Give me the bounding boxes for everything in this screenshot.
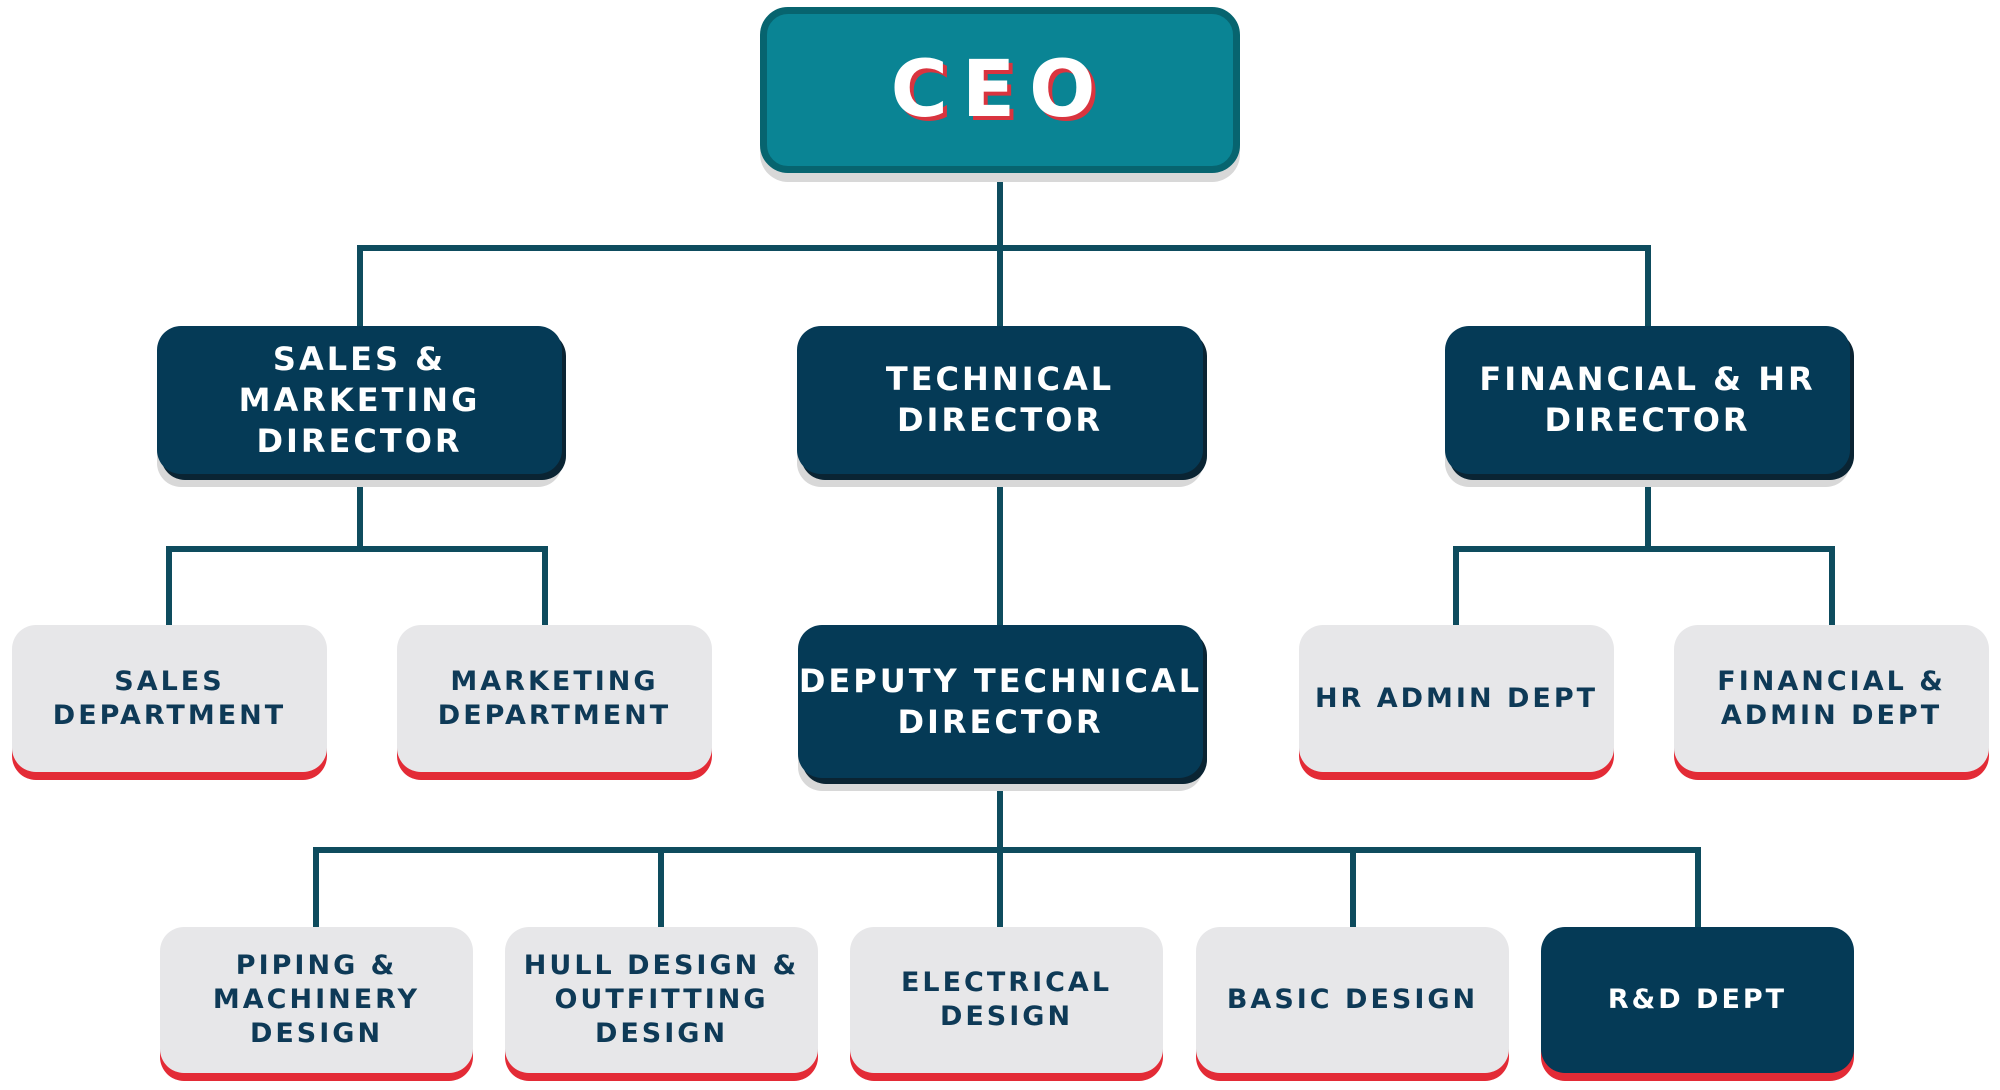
marketing-department-box: Marketing Department xyxy=(397,625,712,772)
technical-director-label: Technical Director xyxy=(885,360,1115,439)
financial-admin-dept-label: Financial & Admin Dept xyxy=(1717,665,1946,731)
sales-marketing-director-box: Sales & Marketing Director xyxy=(157,326,562,474)
hull-outfitting-design-label: Hull Design & Outfitting Design xyxy=(523,950,800,1049)
electrical-design-label: Electrical Design xyxy=(900,967,1113,1032)
financial-admin-dept-box: Financial & Admin Dept xyxy=(1674,625,1989,772)
sales-marketing-director-label: Sales & Marketing Director xyxy=(238,339,481,460)
hr-admin-dept-label: HR Admin Dept xyxy=(1314,682,1599,714)
sales-department-box: Sales Department xyxy=(12,625,327,772)
hr-admin-dept-box: HR Admin Dept xyxy=(1299,625,1614,772)
marketing-department-label: Marketing Department xyxy=(437,665,672,731)
financial-hr-director-label: Financial & HR Director xyxy=(1479,360,1816,439)
basic-design-box: Basic Design xyxy=(1196,927,1509,1073)
deputy-technical-director-box: Deputy Technical Director xyxy=(798,625,1203,778)
piping-machinery-design-label: Piping & Machinery Design xyxy=(212,950,421,1049)
technical-director-box: Technical Director xyxy=(797,326,1203,474)
financial-hr-director-box: Financial & HR Director xyxy=(1445,326,1850,474)
electrical-design-box: Electrical Design xyxy=(850,927,1163,1073)
rnd-dept-label: R&D Dept xyxy=(1607,984,1788,1015)
basic-design-label: Basic Design xyxy=(1226,984,1479,1015)
ceo-box: CEO xyxy=(760,7,1240,173)
piping-machinery-design-box: Piping & Machinery Design xyxy=(160,927,473,1073)
sales-department-label: Sales Department xyxy=(52,665,287,731)
rnd-dept-box: R&D Dept xyxy=(1541,927,1854,1073)
hull-outfitting-design-box: Hull Design & Outfitting Design xyxy=(505,927,818,1073)
ceo-label: CEO xyxy=(890,45,1110,135)
deputy-technical-director-label: Deputy Technical Director xyxy=(798,661,1203,741)
